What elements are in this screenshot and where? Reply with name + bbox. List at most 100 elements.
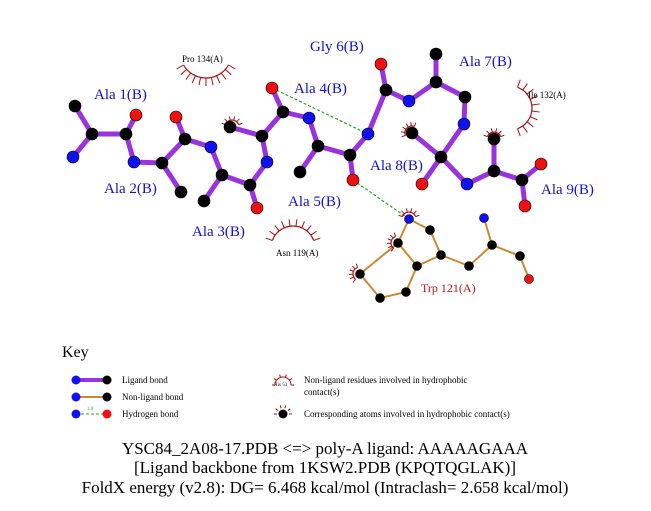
oxygen-atom (265, 81, 279, 95)
trp-ne1-contact (398, 208, 420, 218)
nonligand-bond (397, 242, 418, 267)
carbon-atom (223, 120, 237, 134)
nitrogen-atom (457, 117, 471, 131)
footer-line-2: [Ligand backbone from 1KSW2.PDB (KPQTQGL… (134, 458, 516, 477)
carbon-atom (405, 126, 419, 140)
footer: YSC84_2A08-17.PDB <=> poly-A ligand: AAA… (82, 439, 569, 497)
carbon-atom (487, 164, 501, 178)
carbon-atom (458, 90, 472, 104)
carbon-atom (436, 250, 446, 260)
carbon-atom (215, 168, 229, 182)
trp-cd1-contact (386, 232, 397, 252)
carbon-atom (434, 150, 448, 164)
carbon-atom (243, 178, 257, 192)
ligand-bond (438, 121, 467, 160)
nonligand-bond (440, 254, 470, 267)
nitrogen-atom (460, 177, 474, 191)
nitrogen-atom (479, 213, 489, 223)
oxygen-atom (169, 110, 183, 124)
carbon-atom (155, 156, 169, 170)
oxygen-atom (518, 199, 532, 213)
carbon-atom (276, 105, 290, 119)
oxygen-atom (524, 274, 534, 284)
label-ala1: Ala 1(B) (94, 87, 147, 103)
ala8-cb-contact (401, 122, 417, 138)
key-hydrogen-bond-label: Hydrogen bond (122, 409, 179, 419)
ligand-bond (365, 87, 389, 137)
label-pro134: Pro 134(A) (182, 54, 223, 64)
label-ala8: Ala 8(B) (370, 158, 423, 174)
oxygen-atom (534, 157, 548, 171)
nonligand-bond (468, 244, 493, 267)
label-ala7: Ala 7(B) (459, 54, 512, 70)
oxygen-atom (129, 108, 143, 122)
carbon-atom (311, 139, 325, 153)
nitrogen-atom (260, 155, 274, 169)
carbon-atom (119, 127, 133, 141)
key-corresponding-atoms-label: Corresponding atoms involved in hydropho… (304, 409, 510, 419)
key-hydrophobic-residue: His 53 Non-ligand residues involved in h… (272, 374, 467, 397)
carbon-atom (515, 173, 529, 187)
carbon-atom (197, 194, 211, 208)
key-nonligand-residues-label-2: contact(s) (304, 387, 339, 397)
carbon-atom (487, 240, 497, 250)
carbon-atom (487, 132, 501, 146)
key-corresponding-atoms: Corresponding atoms involved in hydropho… (274, 405, 510, 419)
carbon-atom (85, 127, 99, 141)
carbon-atom (178, 132, 192, 146)
footer-line-3: FoldX energy (v2.8): DG= 6.468 kcal/mol … (82, 478, 569, 497)
carbon-atom (464, 261, 474, 271)
carbon-atom (379, 83, 393, 97)
hydrogen-bond (352, 179, 410, 220)
label-trp121: Trp 121(A) (421, 281, 476, 295)
nitrogen-atom (204, 140, 218, 154)
key-nonligand-residues-label-1: Non-ligand residues involved in hydropho… (304, 375, 467, 385)
ile132-contact-arc (517, 79, 540, 137)
nitrogen-atom (402, 94, 416, 108)
carbon-atom (68, 99, 82, 113)
carbon-atom (343, 148, 357, 162)
nitrogen-atom (127, 155, 141, 169)
atoms (66, 47, 548, 303)
carbon-atom (401, 287, 411, 297)
carbon-atom (393, 238, 403, 248)
label-ala2: Ala 2(B) (104, 181, 157, 197)
key-hp-sample: His 53 (274, 383, 288, 388)
nitrogen-atom (66, 150, 80, 164)
carbon-atom (429, 47, 443, 61)
nitrogen-atom (361, 127, 375, 141)
oxygen-atom (346, 173, 360, 187)
carbon-atom (174, 185, 188, 199)
key-nonligand-bond: Non-ligand bond (71, 392, 184, 402)
key-ligand-bond: Ligand bond (71, 375, 168, 385)
carbon-atom (412, 261, 422, 271)
oxygen-atom (250, 201, 264, 215)
key-title: Key (62, 344, 89, 361)
oxygen-atom (415, 177, 429, 191)
key-nonligand-bond-label: Non-ligand bond (122, 392, 184, 402)
key-hb-sample: 3.0 (87, 407, 94, 412)
label-asn119: Asn 119(A) (276, 248, 318, 258)
nitrogen-atom (302, 111, 316, 125)
label-ala5: Ala 5(B) (288, 194, 341, 210)
nonligand-bond (359, 242, 399, 275)
label-ala4: Ala 4(B) (294, 81, 347, 97)
ala9-cb-contact (483, 128, 505, 138)
carbon-atom (255, 129, 269, 143)
hydrophobic-contacts (176, 64, 540, 283)
hydrogen-bond (271, 87, 369, 135)
nitrogen-atom (404, 214, 414, 224)
hydrogen-bonds (271, 87, 410, 220)
carbon-atom (375, 293, 385, 303)
key-ligand-bond-label: Ligand bond (122, 375, 168, 385)
key: Key Ligand bond Non-ligand bond 3.0 Hydr… (62, 344, 510, 419)
ligand-labels: Ala 1(B) Ala 2(B) Ala 3(B) Ala 4(B) Ala … (94, 39, 594, 240)
nonligand-bond (359, 273, 381, 299)
carbon-atom (355, 269, 365, 279)
label-ala9: Ala 9(B) (541, 182, 594, 198)
oxygen-atom (374, 57, 388, 71)
carbon-atom (425, 225, 435, 235)
hydrophobic-labels: Pro 134(A) Ile 132(A) Asn 119(A) (182, 54, 566, 258)
footer-line-1: YSC84_2A08-17.PDB <=> poly-A ligand: AAA… (122, 439, 529, 458)
